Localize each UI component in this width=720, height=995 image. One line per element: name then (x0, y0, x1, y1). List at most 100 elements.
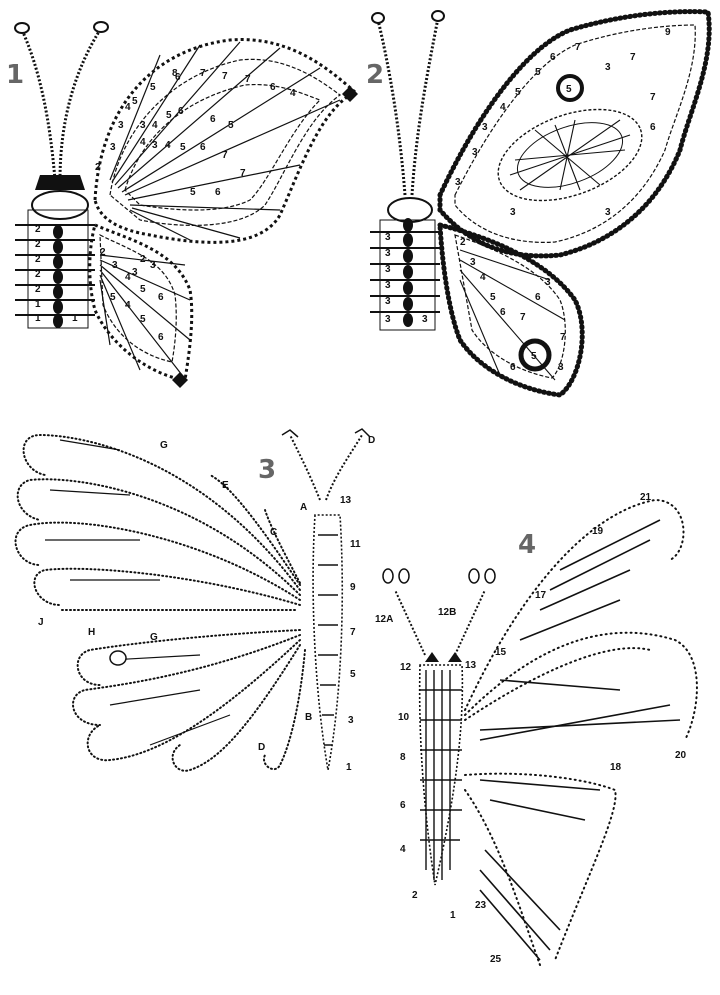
figure-2-lower-row-numbers: 2 3 4 5 6 7 6 3 5 6 7 3 (460, 237, 566, 373)
figure-2-head (387, 197, 433, 223)
figure-4-lower-wing (464, 772, 617, 966)
segment-letter: J (38, 617, 44, 628)
row-number: 2 (140, 254, 146, 265)
row-number: 3 (385, 296, 391, 307)
row-number: 3 (385, 314, 391, 325)
segment-letter: H (88, 627, 95, 638)
row-number: 10 (398, 712, 410, 723)
segment-letter: C (270, 527, 277, 538)
row-number: 1 (72, 313, 78, 324)
row-number: 6 (550, 52, 556, 63)
row-number: 7 (245, 74, 251, 85)
row-number: 6 (510, 362, 516, 373)
row-number: 6 (215, 187, 221, 198)
figure-1-number: 1 (6, 60, 25, 90)
figure-4-body-row-numbers: 10 8 6 4 2 1 (398, 712, 456, 921)
row-number: 4 (125, 102, 131, 113)
row-number: 4 (125, 300, 131, 311)
figure-1-diagram: 2 3 3 4 5 5 6 7 8 7 7 6 4 3 4 5 6 6 5 4 … (14, 21, 358, 388)
row-number: 2 (412, 890, 418, 901)
row-number: 6 (500, 307, 506, 318)
figure-4-upper-wing (464, 498, 698, 741)
row-number: 1 (450, 910, 456, 921)
figure-4-wing-stitches (479, 519, 681, 961)
figure-2-upper-wing (437, 9, 712, 259)
figure-1-antenna-right (58, 29, 102, 181)
figure-3-wing-stitches (45, 439, 231, 746)
figure-1-upper-row-numbers: 2 3 3 4 5 5 6 7 8 7 7 6 4 (95, 68, 296, 173)
figure-4-antenna-left (394, 589, 426, 656)
row-number: 5 (535, 67, 541, 78)
figure-2-lower-wing (437, 221, 585, 398)
row-number: 6 (158, 332, 164, 343)
row-number: 3 (605, 207, 611, 218)
row-number: 9 (665, 27, 671, 38)
row-number: 3 (132, 267, 138, 278)
row-number: 5 (228, 120, 234, 131)
figure-1-body (15, 209, 95, 329)
row-number: 6 (178, 106, 184, 117)
row-number: 18 (610, 762, 622, 773)
row-number: 3 (605, 62, 611, 73)
row-number: 20 (675, 750, 687, 761)
row-number: 5 (490, 292, 496, 303)
row-number: 3 (482, 122, 488, 133)
figure-3-lower-wing (72, 629, 306, 772)
figure-3-letters: G E C A J H G B D D (38, 435, 375, 753)
row-number: 6 (650, 122, 656, 133)
row-number: 5 (180, 142, 186, 153)
row-number: 4 (400, 844, 406, 855)
figure-4-antenna-labels: 12A 12B 12 13 (375, 607, 477, 673)
row-number: 3 (422, 314, 428, 325)
row-number: 25 (490, 954, 502, 965)
row-number: 3 (558, 362, 564, 373)
row-number: 3 (110, 142, 116, 153)
row-number: 3 (152, 140, 158, 151)
row-number: 2 (35, 239, 41, 250)
row-number: 5 (566, 84, 572, 95)
segment-letter: G (160, 440, 168, 451)
row-number: 2 (100, 247, 106, 258)
figure-4-wing-row-numbers: 21 19 17 15 20 18 23 25 (475, 492, 687, 965)
row-number: 7 (222, 71, 228, 82)
figure-4: 4 (370, 490, 720, 990)
row-number: 6 (210, 114, 216, 125)
row-number: 11 (350, 539, 361, 550)
row-number: 2 (460, 237, 466, 248)
figure-1: 1 (0, 0, 360, 400)
row-number: 3 (472, 147, 478, 158)
head-label: 12 (400, 662, 412, 673)
figure-3-diagram: G E C A J H G B D D 13 11 9 7 5 3 1 (14, 428, 375, 773)
row-number: 13 (340, 495, 352, 506)
row-number: 2 (35, 269, 41, 280)
row-number: 7 (630, 52, 636, 63)
figure-2: 2 (360, 0, 720, 410)
figure-3-number: 3 (258, 455, 277, 485)
row-number: 15 (495, 647, 507, 658)
row-number: 17 (535, 590, 547, 601)
figure-1-antenna-tip-right (93, 21, 109, 33)
figure-2-diagram: 3 3 3 4 5 5 6 7 3 7 9 7 6 3 5 3 2 3 4 5 … (370, 9, 712, 398)
segment-letter: D (258, 742, 265, 753)
row-number: 21 (640, 492, 652, 503)
row-number: 7 (350, 627, 356, 638)
row-number: 4 (290, 88, 296, 99)
row-number: 3 (470, 257, 476, 268)
row-number: 7 (520, 312, 526, 323)
row-number: 6 (270, 82, 276, 93)
row-number: 5 (110, 292, 116, 303)
row-number: 5 (190, 187, 196, 198)
row-number: 8 (172, 68, 178, 79)
row-number: 6 (158, 292, 164, 303)
row-number: 7 (222, 150, 228, 161)
antenna-label: 12B (438, 607, 456, 618)
figure-4-body (418, 664, 464, 886)
figure-2-eye-spot-upper (556, 74, 584, 102)
segment-letter: E (222, 480, 229, 491)
figure-3-antenna-right (325, 434, 363, 501)
row-number: 1 (35, 313, 41, 324)
row-number: 6 (400, 800, 406, 811)
figure-2-wing-center (497, 108, 643, 202)
row-number: 2 (35, 254, 41, 265)
figure-3-body (312, 514, 344, 771)
